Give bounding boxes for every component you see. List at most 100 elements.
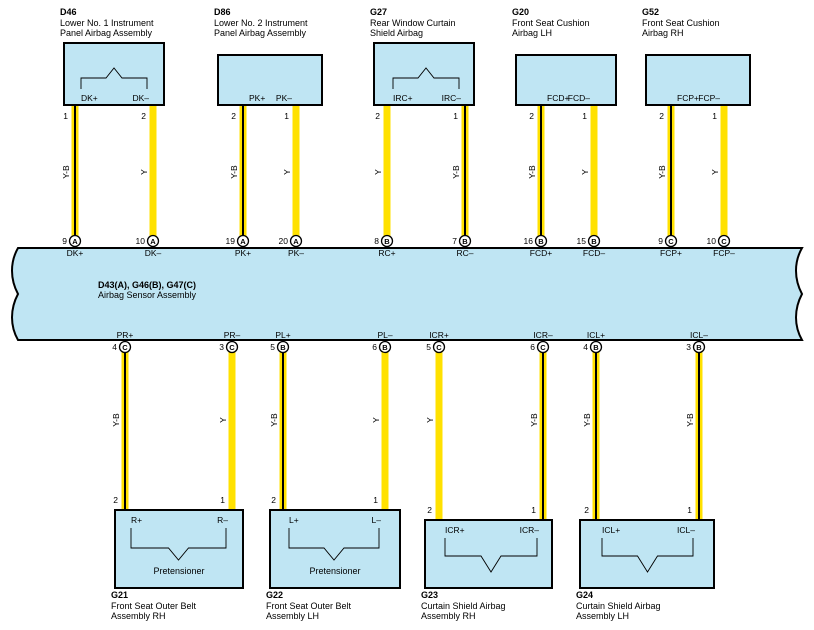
pretensioner-symbol (130, 528, 227, 561)
bus-pin-number: 9 (62, 236, 67, 246)
connector-letter: B (382, 343, 388, 352)
wire-color-label: Y-B (657, 165, 667, 179)
bus-pin-number: 5 (426, 342, 431, 352)
bus-pin-number: 6 (530, 342, 535, 352)
connector-circle (589, 340, 603, 354)
airbag-sensor-assembly-box (11, 247, 804, 341)
bus-pin-label: PK– (288, 248, 304, 258)
component-inner-label: Pretensioner (153, 566, 204, 576)
wire (592, 352, 600, 520)
component-code: D46 (60, 7, 77, 17)
component-box (63, 42, 165, 106)
component-box (515, 54, 617, 106)
bus-pin-label: FCP– (713, 248, 735, 258)
component-box (424, 519, 553, 589)
bus-pin-label: PL– (377, 330, 392, 340)
wire (239, 105, 247, 236)
connector-circle (692, 340, 706, 354)
bus-pin-label: ICR– (533, 330, 553, 340)
component-pin-number: 1 (220, 495, 225, 505)
component-pin-label: ICR+ (445, 525, 465, 535)
connector-letter: B (696, 343, 702, 352)
component-name: Lower No. 1 Instrument (60, 18, 154, 28)
pretensioner-symbol (288, 528, 380, 561)
connector-letter: B (462, 237, 468, 246)
wire-color-label: Y-B (582, 413, 592, 427)
bus-pin-label: PR+ (117, 330, 134, 340)
component-code: G22 (266, 590, 283, 600)
connectors-layer: A9DK+A10DK–A19PK+A20PK–B8RC+B7RC–B16FCD+… (62, 234, 735, 354)
component-pin-label: FCP+ (677, 93, 699, 103)
component-pin-number: 1 (712, 111, 717, 121)
connector-circle (534, 234, 548, 248)
component-pin-label: PK– (276, 93, 292, 103)
component-pin-number: 2 (231, 111, 236, 121)
wire-color-label: Y (710, 169, 720, 175)
component-name: Rear Window Curtain (370, 18, 456, 28)
wire-color-label: Y-B (269, 413, 279, 427)
wire (667, 105, 675, 236)
component-name: Front Seat Cushion (642, 18, 720, 28)
wire (461, 105, 469, 236)
bus-pin-label: ICL– (690, 330, 708, 340)
bus-pin-number: 10 (707, 236, 717, 246)
bus-pin-label: PK+ (235, 248, 251, 258)
bus-pin-number: 5 (270, 342, 275, 352)
bus-pin-number: 6 (372, 342, 377, 352)
component-code: G21 (111, 590, 128, 600)
bus-pin-label: FCD+ (530, 248, 552, 258)
bus-pin-label: RC– (456, 248, 473, 258)
component-pin-label: ICL+ (602, 525, 620, 535)
wire (383, 105, 391, 236)
component-name: Airbag RH (642, 28, 684, 38)
connector-circle (225, 340, 239, 354)
wire (149, 105, 157, 236)
component-name: Front Seat Cushion (512, 18, 590, 28)
component-code: D86 (214, 7, 231, 17)
component-name: Front Seat Outer Belt (111, 601, 197, 611)
connector-letter: B (538, 237, 544, 246)
bus-pin-label: RC+ (378, 248, 395, 258)
component-code: G24 (576, 590, 593, 600)
component-pin-number: 2 (141, 111, 146, 121)
component-code: G20 (512, 7, 529, 17)
component-pin-label: FCD– (568, 93, 590, 103)
connector-circle (536, 340, 550, 354)
wire-color-label: Y-B (451, 165, 461, 179)
component-pin-number: 1 (531, 505, 536, 515)
component-pin-label: FCD+ (547, 93, 569, 103)
wire-color-label: Y-B (527, 165, 537, 179)
wire-color-label: Y (218, 417, 228, 423)
wire (121, 352, 129, 510)
bus-pin-label: PL+ (275, 330, 290, 340)
squib-symbol (601, 538, 694, 573)
connector-letter: A (150, 237, 156, 246)
squib-symbol (80, 67, 148, 89)
component-name: Curtain Shield Airbag (576, 601, 661, 611)
wire-color-label: Y-B (229, 165, 239, 179)
component-pin-label: L+ (289, 515, 299, 525)
wire-color-label: Y-B (529, 413, 539, 427)
connector-circle (276, 340, 290, 354)
bus-pin-number: 15 (577, 236, 587, 246)
component-pin-number: 2 (584, 505, 589, 515)
squib-symbol (444, 538, 538, 573)
wire (590, 105, 598, 236)
wire (228, 352, 236, 510)
component-inner-label: Pretensioner (309, 566, 360, 576)
wire (720, 105, 728, 236)
